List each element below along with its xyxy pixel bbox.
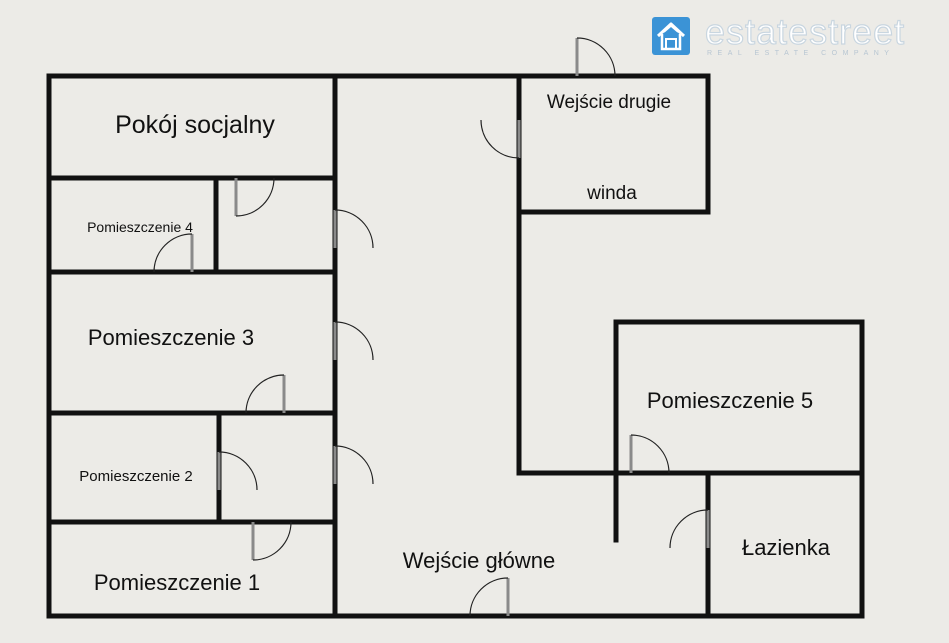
- room-label-pomieszczenie-1: Pomieszczenie 1: [94, 570, 260, 595]
- room-label-wejscie-drugie: Wejście drugie: [547, 92, 671, 113]
- wall-outer-left: [46, 73, 338, 619]
- house-in-square-icon: [652, 17, 690, 55]
- wall-corridor-right: [516, 73, 619, 476]
- door-pomieszczenie-3: [333, 321, 374, 361]
- walls: [46, 73, 865, 619]
- room-label-pomieszczenie-3: Pomieszczenie 3: [88, 325, 254, 350]
- door-pomieszczenie-5: [629, 434, 670, 474]
- brand-logo: estatestreet REAL ESTATE COMPANY: [651, 10, 941, 60]
- door-top-entrance: [575, 37, 616, 77]
- room-label-lazienka: Łazienka: [742, 535, 831, 560]
- door-corridor-2: [333, 445, 374, 485]
- doors: [153, 37, 710, 617]
- room-label-pomieszczenie-5: Pomieszczenie 5: [647, 388, 813, 413]
- door-pomieszczenie-4: [153, 233, 194, 273]
- wall-room5-top: [613, 319, 865, 619]
- room-labels: Pokój socjalny Pomieszczenie 4 Pomieszcz…: [79, 92, 830, 595]
- door-pomieszczenie-1: [251, 521, 292, 561]
- door-closet-lower: [245, 374, 286, 414]
- room-label-pomieszczenie-2: Pomieszczenie 2: [79, 468, 192, 485]
- room-label-winda: winda: [586, 183, 637, 204]
- room-label-pomieszczenie-4: Pomieszczenie 4: [87, 219, 193, 235]
- brand-tagline: REAL ESTATE COMPANY: [707, 50, 895, 57]
- door-corridor-1: [333, 209, 374, 249]
- door-wejscie-drugie: [480, 119, 521, 159]
- door-lazienka: [669, 509, 710, 549]
- room-label-pokoj-socjalny: Pokój socjalny: [115, 111, 275, 139]
- door-closet-upper: [234, 177, 275, 217]
- door-pomieszczenie-2: [217, 451, 258, 491]
- room-label-wejscie-glowne: Wejście główne: [403, 548, 555, 573]
- door-main-entrance: [469, 577, 510, 617]
- brand-name: estatestreet: [704, 10, 906, 52]
